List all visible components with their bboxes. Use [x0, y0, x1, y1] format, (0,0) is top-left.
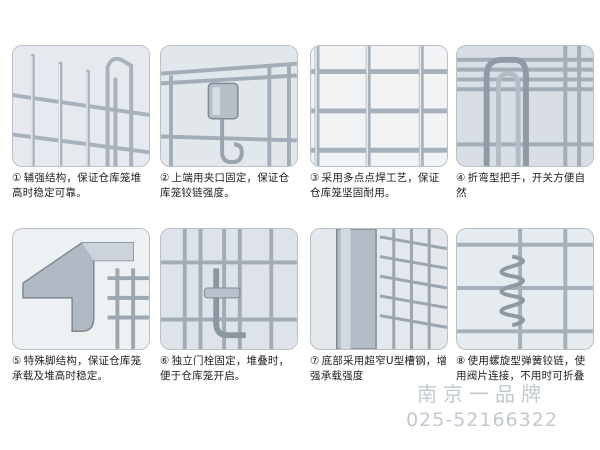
u-channel-base-photo	[310, 228, 448, 350]
bent-handle-photo	[456, 45, 594, 167]
watermark-phone: 025-52166322	[406, 409, 558, 431]
spot-weld-mesh-photo	[310, 45, 448, 167]
door-latch-photo	[160, 228, 298, 350]
watermark: 南京一品牌 025-52166322	[372, 382, 592, 432]
spiral-hinge-photo	[456, 228, 594, 350]
top-clamp-photo	[160, 45, 298, 167]
special-foot-photo	[12, 228, 150, 350]
watermark-name: 南京一品牌	[417, 382, 547, 406]
wire-mesh-corner-photo	[12, 45, 150, 167]
